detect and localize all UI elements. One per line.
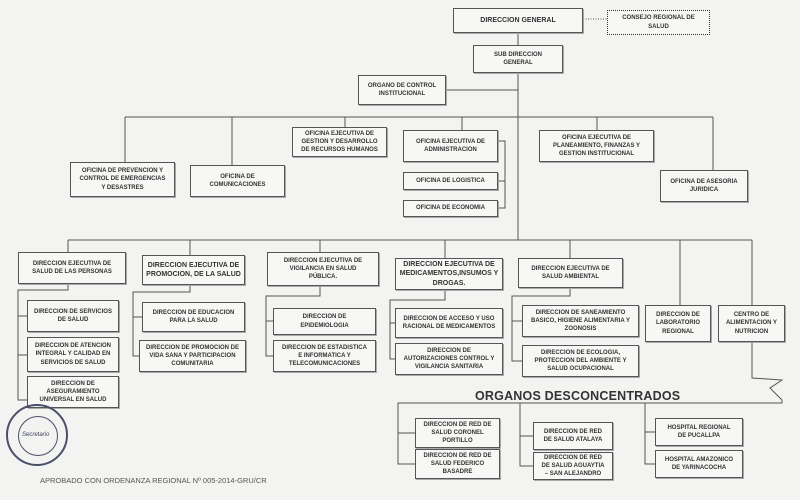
node-red-atalaya: DIRECCION DE RED DE SALUD ATALAYA bbox=[533, 422, 613, 450]
node-planeamiento: OFICINA EJECUTIVA DE PLANEAMIENTO, FINAN… bbox=[539, 130, 654, 162]
stamp-inner-ring bbox=[18, 416, 58, 456]
node-prevencion: OFICINA DE PREVENCION Y CONTROL DE EMERG… bbox=[70, 162, 175, 197]
node-direccion-general: DIRECCION GENERAL bbox=[453, 8, 583, 33]
node-estadistica: DIRECCION DE ESTADISTICA E INFORMATICA Y… bbox=[273, 340, 376, 372]
node-alimentacion: CENTRO DE ALIMENTACION Y NUTRICION bbox=[718, 305, 785, 342]
node-red-basadre: DIRECCION DE RED DE SALUD FEDERICO BASAD… bbox=[415, 449, 500, 479]
node-red-portillo: DIRECCION DE RED DE SALUD CORONEL PORTIL… bbox=[415, 418, 500, 448]
approval-footer: APROBADO CON ORDENANZA REGIONAL Nº 005-2… bbox=[40, 476, 267, 485]
node-epidemiologia: DIRECCION DE EPIDEMIOLOGIA bbox=[273, 308, 376, 335]
node-servicios-salud: DIRECCION DE SERVICIOS DE SALUD bbox=[27, 300, 119, 332]
node-organo-control: ORGANO DE CONTROL INSTITUCIONAL bbox=[358, 75, 446, 105]
node-aseguramiento: DIRECCION DE ASEGURAMIENTO UNIVERSAL EN … bbox=[27, 376, 119, 408]
node-rrhh: OFICINA EJECUTIVA DE GESTION Y DESARROLL… bbox=[292, 127, 387, 157]
stamp-signature: Secretario bbox=[22, 432, 50, 438]
node-de-promocion: DIRECCION EJECUTIVA DE PROMOCION, DE LA … bbox=[142, 255, 245, 285]
node-atencion-integral: DIRECCION DE ATENCION INTEGRAL Y CALIDAD… bbox=[27, 337, 119, 372]
node-red-aguaytia: DIRECCION DE RED DE SALUD AGUAYTIA – SAN… bbox=[533, 452, 613, 480]
node-vida-sana: DIRECCION DE PROMOCION DE VIDA SANA Y PA… bbox=[139, 340, 246, 372]
organos-desconcentrados-title: ORGANOS DESCONCENTRADOS bbox=[475, 389, 681, 403]
node-hospital-yarinacocha: HOSPITAL AMAZONICO DE YARINACOCHA bbox=[655, 450, 743, 478]
node-logistica: OFICINA DE LOGISTICA bbox=[403, 172, 498, 190]
official-stamp: Secretario bbox=[6, 404, 68, 466]
node-consejo-regional: CONSEJO REGIONAL DE SALUD bbox=[607, 10, 710, 35]
node-sub-direccion: SUB DIRECCION GENERAL bbox=[473, 45, 563, 73]
node-hospital-pucallpa: HOSPITAL REGIONAL DE PUCALLPA bbox=[655, 418, 743, 446]
node-ecologia: DIRECCION DE ECOLOGIA, PROTECCION DEL AM… bbox=[522, 345, 639, 377]
node-comunicaciones: OFICINA DE COMUNICACIONES bbox=[190, 165, 285, 197]
node-administracion: OFICINA EJECUTIVA DE ADMINISTRACION bbox=[403, 130, 498, 162]
node-de-salud-personas: DIRECCION EJECUTIVA DE SALUD DE LAS PERS… bbox=[18, 252, 126, 284]
node-laboratorio: DIRECCION DE LABORATORIO REGIONAL bbox=[645, 305, 711, 342]
node-saneamiento: DIRECCION DE SANEAMIENTO BASICO, HIGIENE… bbox=[522, 305, 639, 337]
node-economia: OFICINA DE ECONOMIA bbox=[403, 200, 498, 217]
node-de-medicamentos: DIRECCION EJECUTIVA DE MEDICAMENTOS,INSU… bbox=[395, 258, 503, 290]
node-autorizaciones: DIRECCION DE AUTORIZACIONES CONTROL Y VI… bbox=[395, 343, 503, 375]
node-de-ambiental: DIRECCION EJECUTIVA DE SALUD AMBIENTAL bbox=[518, 258, 623, 288]
node-acceso-medicamentos: DIRECCION DE ACCESO Y USO RACIONAL DE ME… bbox=[395, 308, 503, 338]
node-de-vigilancia: DIRECCION EJECUTIVA DE VIGILANCIA EN SAL… bbox=[267, 252, 379, 286]
node-asesoria-juridica: OFICINA DE ASESORIA JURIDICA bbox=[660, 170, 748, 202]
node-educacion: DIRECCION DE EDUCACION PARA LA SALUD bbox=[142, 302, 245, 332]
